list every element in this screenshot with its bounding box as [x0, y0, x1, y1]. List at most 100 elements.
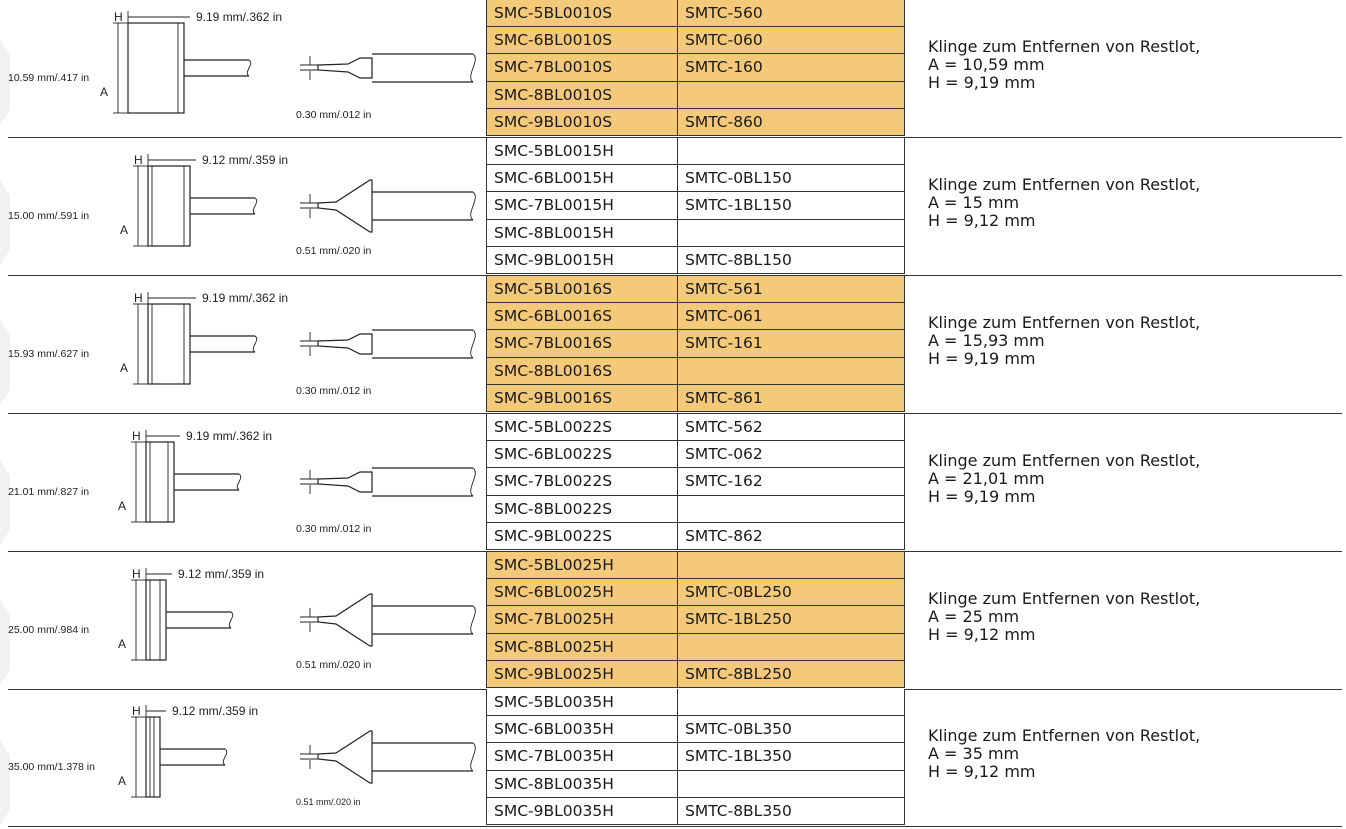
group-separator	[8, 413, 1342, 414]
part-number-cell: SMC-6BL0022S	[486, 441, 678, 469]
group-separator	[8, 551, 1342, 552]
part-number-cell: SMC-9BL0010S	[486, 108, 678, 136]
cartridge-number-cell: SMTC-860	[678, 108, 905, 136]
tip-dimension: 0.30 mm/.012 in	[296, 109, 371, 121]
cartridge-number-cell	[678, 219, 905, 247]
tip-body	[145, 579, 167, 661]
description: Klinge zum Entfernen von Restlot,A = 21,…	[928, 452, 1200, 506]
cartridge-number-cell: SMTC-0BL150	[678, 165, 905, 193]
side-shaft-break	[470, 742, 476, 772]
cartridge-number-cell: SMTC-161	[678, 330, 905, 358]
cartridge-number-cell: SMTC-8BL150	[678, 246, 905, 274]
description-line: H = 9,19 mm	[928, 73, 1036, 92]
part-number-cell: SMC-9BL0022S	[486, 522, 678, 550]
tip-shaft	[174, 473, 239, 491]
description-line: H = 9,12 mm	[928, 625, 1036, 644]
side-shaft	[372, 467, 473, 497]
tip-shaft-break	[252, 335, 258, 353]
description-line: Klinge zum Entfernen von Restlot,	[928, 726, 1201, 745]
side-shaft-break	[470, 191, 476, 221]
side-profile	[317, 333, 373, 355]
part-number-cell: SMC-8BL0016S	[486, 357, 678, 385]
cartridge-number-cell: SMTC-862	[678, 522, 905, 550]
cartridge-number-cell: SMTC-1BL150	[678, 192, 905, 220]
height-dimension: 25.00 mm/.984 in	[8, 624, 89, 636]
tip-shaft	[190, 197, 255, 215]
cartridge-number-cell: SMTC-1BL250	[678, 606, 905, 634]
side-profile	[317, 179, 373, 233]
a-label: A	[118, 499, 126, 513]
h-label: H	[134, 153, 143, 167]
cartridge-number-cell	[678, 552, 905, 580]
part-number-cell: SMC-7BL0010S	[486, 54, 678, 82]
tip-dimension: 0.30 mm/.012 in	[296, 385, 371, 397]
part-number-cell: SMC-9BL0015H	[486, 246, 678, 274]
cartridge-number-cell: SMTC-160	[678, 54, 905, 82]
cartridge-number-cell: SMTC-861	[678, 384, 905, 412]
description-line: H = 9,12 mm	[928, 211, 1036, 230]
cartridge-number-cell	[678, 633, 905, 661]
side-profile	[317, 471, 373, 493]
tip-dimension: 0.30 mm/.012 in	[296, 523, 371, 535]
cartridge-number-cell: SMTC-162	[678, 468, 905, 496]
cartridge-number-cell	[678, 495, 905, 523]
cartridge-number-cell	[678, 770, 905, 798]
height-dimension: 10.59 mm/.417 in	[8, 72, 89, 84]
tip-shaft-break	[236, 473, 242, 491]
part-number-cell: SMC-5BL0015H	[486, 138, 678, 166]
description-line: Klinge zum Entfernen von Restlot,	[928, 175, 1201, 194]
part-number-cell: SMC-9BL0016S	[486, 384, 678, 412]
description-line: Klinge zum Entfernen von Restlot,	[928, 313, 1201, 332]
part-number-cell: SMC-5BL0025H	[486, 552, 678, 580]
cartridge-number-cell: SMTC-8BL250	[678, 660, 905, 688]
part-number-cell: SMC-8BL0010S	[486, 81, 678, 109]
h-label: H	[132, 567, 141, 581]
description-line: H = 9,19 mm	[928, 487, 1036, 506]
part-number-cell: SMC-5BL0010S	[486, 0, 678, 28]
side-shaft	[372, 53, 473, 83]
h-label: H	[132, 704, 141, 718]
part-number-cell: SMC-6BL0025H	[486, 579, 678, 607]
tip-shaft	[166, 611, 231, 629]
part-number-cell: SMC-8BL0022S	[486, 495, 678, 523]
side-shaft	[372, 329, 473, 359]
a-label: A	[120, 223, 128, 237]
part-number-cell: SMC-7BL0015H	[486, 192, 678, 220]
part-number-cell: SMC-7BL0035H	[486, 743, 678, 771]
cartridge-number-cell: SMTC-0BL250	[678, 579, 905, 607]
tip-dimension: 0.51 mm/.020 in	[296, 797, 361, 807]
description-line: A = 15,93 mm	[928, 331, 1045, 350]
cartridge-number-cell: SMTC-0BL350	[678, 716, 905, 744]
cartridge-number-cell: SMTC-062	[678, 441, 905, 469]
group-separator	[8, 137, 1342, 138]
part-number-cell: SMC-7BL0022S	[486, 468, 678, 496]
side-shaft	[372, 191, 473, 221]
a-label: A	[100, 85, 108, 99]
part-number-cell: SMC-8BL0025H	[486, 633, 678, 661]
cartridge-number-cell: SMTC-061	[678, 303, 905, 331]
h-label: H	[134, 291, 143, 305]
tip-shaft-break	[246, 59, 252, 77]
tip-shaft-break	[252, 197, 258, 215]
side-shaft-break	[470, 605, 476, 635]
cartridge-number-cell	[678, 81, 905, 109]
side-shaft-break	[470, 467, 476, 497]
a-label: A	[118, 637, 126, 651]
tip-shaft	[160, 748, 225, 766]
description-line: A = 21,01 mm	[928, 469, 1045, 488]
side-shaft-break	[470, 53, 476, 83]
